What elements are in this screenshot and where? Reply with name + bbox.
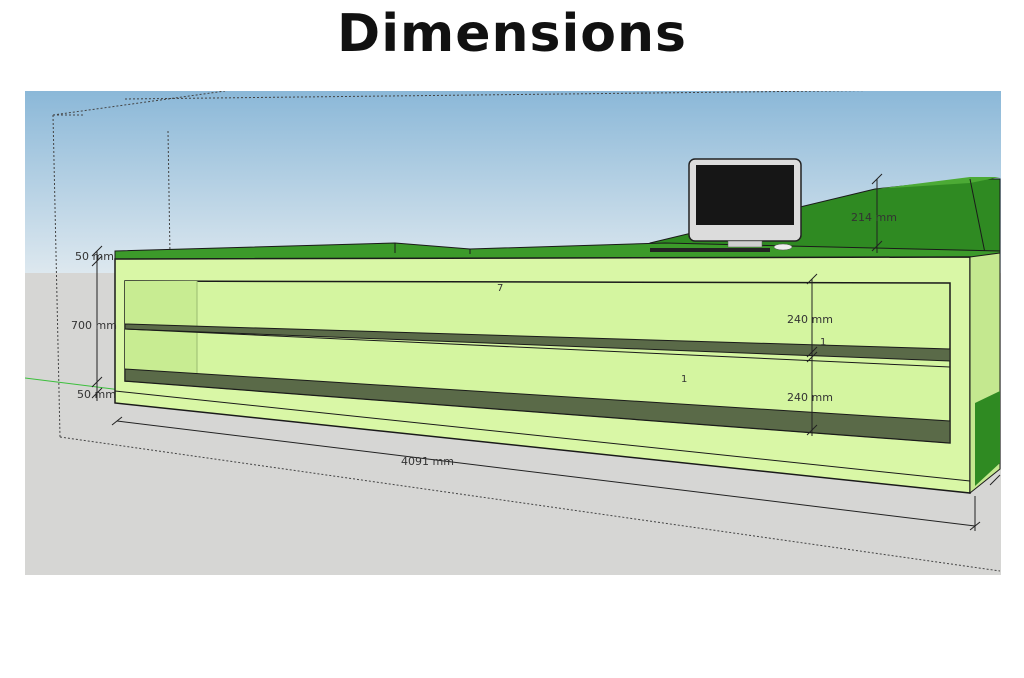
marker-lower: 1 bbox=[681, 374, 687, 385]
marker-mid: 1 bbox=[820, 337, 826, 348]
top-thickness-label: 50 mm bbox=[75, 250, 114, 263]
marker-upper: 7 bbox=[497, 283, 503, 294]
base-thickness-label: 50 mm bbox=[77, 388, 116, 401]
monitor-icon bbox=[650, 158, 802, 252]
dimension-lines bbox=[91, 173, 1001, 531]
upper-shelf-gap-label: 240 mm bbox=[787, 313, 833, 326]
side-dark-strip bbox=[975, 391, 1000, 486]
cad-viewport: 50 mm 700 mm 50 mm 4091 mm 240 mm 240 mm… bbox=[25, 91, 1001, 575]
bounding-box-guide bbox=[52, 91, 1001, 572]
page-title: Dimensions bbox=[337, 4, 687, 64]
length-label: 4091 mm bbox=[401, 455, 454, 468]
upstand-top bbox=[875, 177, 1000, 189]
lower-shelf bbox=[124, 368, 951, 444]
upstand-height-label: 214 mm bbox=[851, 211, 897, 224]
upper-shelf bbox=[124, 323, 951, 362]
lower-shelf-gap-label: 240 mm bbox=[787, 391, 833, 404]
height-label: 700 mm bbox=[71, 319, 117, 332]
